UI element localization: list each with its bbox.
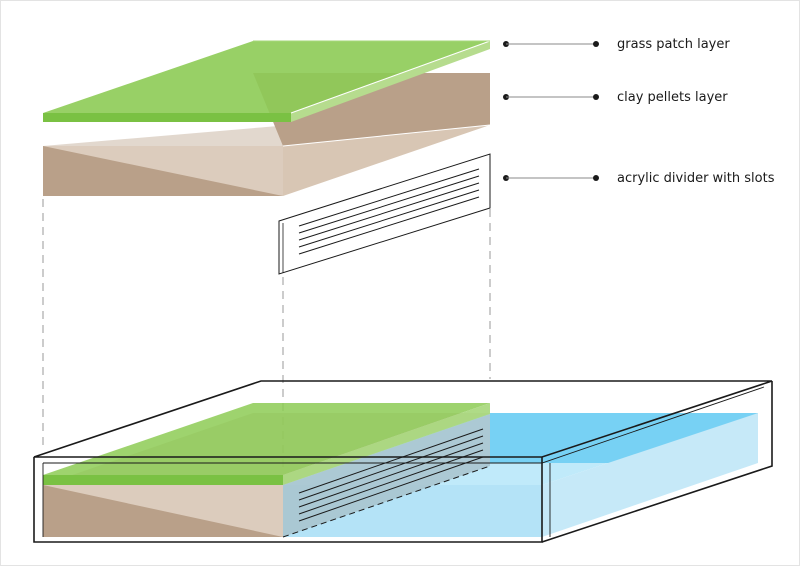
clay-layer-edge [282, 124, 491, 147]
tank-grass-right-face [283, 403, 490, 485]
clay-pellets-layer [43, 73, 491, 196]
tank-grass-front-face [43, 475, 283, 485]
acrylic-divider [278, 153, 491, 275]
clay-layer-front-shade [43, 146, 283, 196]
tank-outline [33, 380, 773, 543]
callout-divider: acrylic divider with slots [503, 171, 775, 186]
tank-clay-front-shade [43, 485, 283, 537]
clay-layer-label: clay pellets layer [617, 90, 728, 105]
clay-layer-side-face [283, 125, 490, 196]
tank-divider [282, 414, 491, 538]
grass-layer-edge [290, 40, 491, 114]
grass-layer-label: grass patch layer [617, 37, 730, 52]
water-side-face [542, 413, 758, 537]
callout-dot-end [593, 175, 599, 181]
tank-divider-dashed-edge [282, 465, 491, 538]
callout-dot-end [593, 94, 599, 100]
callout-clay: clay pellets layer [503, 90, 728, 105]
tank-right-side [541, 381, 773, 543]
grass-layer-top-face [43, 41, 490, 113]
grass-layer-front-face [43, 113, 291, 122]
grass-layer-right-face [291, 41, 490, 122]
divider-slots [298, 168, 480, 255]
tank-divider-slots [298, 428, 484, 522]
callout-grass: grass patch layer [503, 37, 730, 52]
grass-patch-layer [43, 40, 491, 122]
tank-front-face [33, 457, 543, 543]
divider-label: acrylic divider with slots [617, 171, 775, 186]
callout-dot-end [593, 41, 599, 47]
